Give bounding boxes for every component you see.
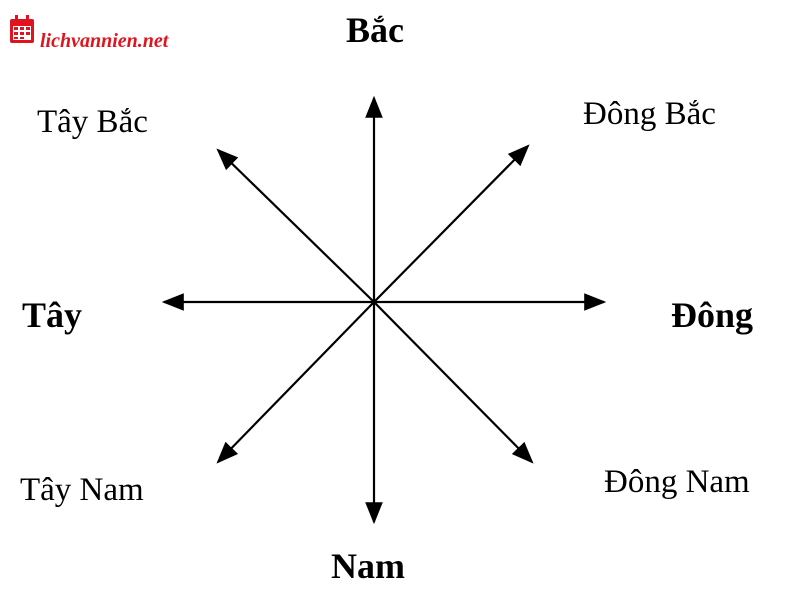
arrow-northwest — [216, 148, 375, 303]
label-northeast: Đông Bắc — [583, 96, 716, 132]
arrow-southeast — [373, 301, 534, 464]
label-northwest: Tây Bắc — [37, 104, 148, 140]
calendar-icon — [10, 14, 34, 43]
label-east: Đông — [671, 295, 754, 335]
logo-text: lichvannien.net — [40, 30, 169, 52]
label-south: Nam — [331, 546, 405, 586]
arrow-southwest — [216, 301, 375, 464]
arrow-northeast — [373, 144, 530, 303]
label-southeast: Đông Nam — [604, 464, 750, 500]
site-logo[interactable]: lichvannien.net — [8, 10, 168, 53]
label-southwest: Tây Nam — [20, 472, 144, 508]
label-west: Tây — [22, 295, 83, 335]
label-north: Bắc — [346, 10, 404, 50]
